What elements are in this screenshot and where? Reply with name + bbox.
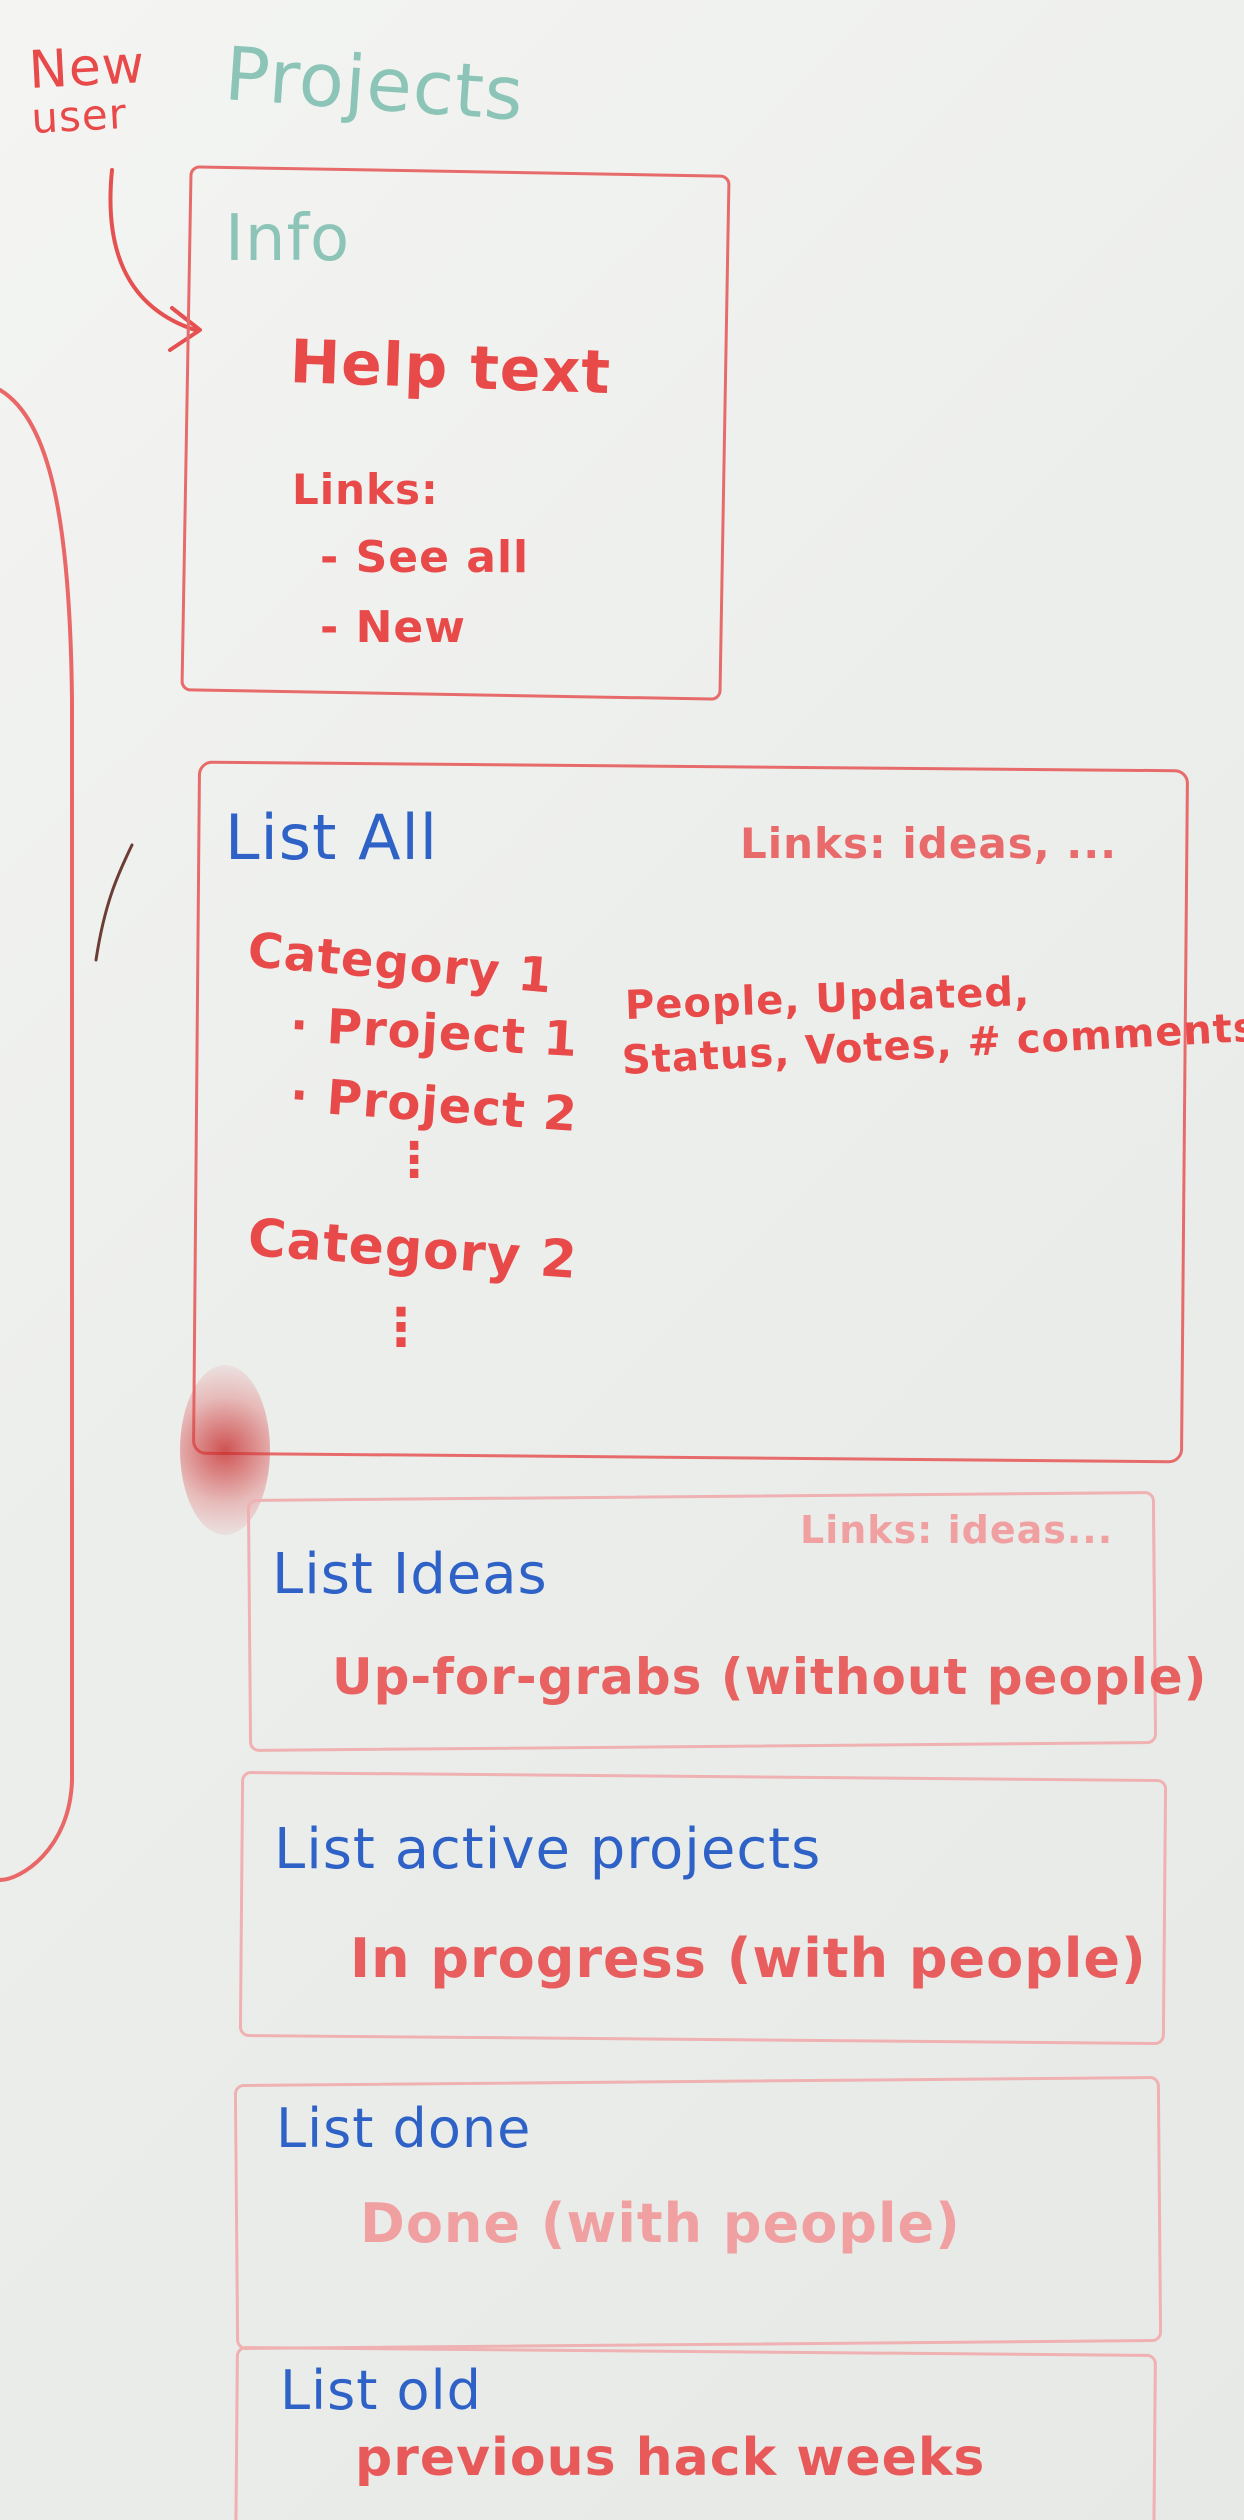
list-ideas-title: List Ideas <box>272 1542 548 1607</box>
new-user-label: New user <box>27 34 148 143</box>
list-all-links-note: Links: ideas, ... <box>740 819 1118 868</box>
help-text: Help text <box>288 327 613 409</box>
info-links-label: Links: <box>292 465 439 514</box>
list-ideas-description: Up-for-grabs (without people) <box>332 1648 1208 1706</box>
projects-title: Projects <box>222 31 528 138</box>
list-active-box <box>238 1770 1168 2046</box>
ellipsis-after-project-2: ⋮ <box>390 1132 439 1188</box>
list-done-title: List done <box>276 2097 532 2160</box>
marker-smudge <box>180 1365 270 1535</box>
info-link-see-all: - See all <box>320 532 530 583</box>
list-old-description: previous hack weeks <box>355 2428 986 2488</box>
list-old-title: List old <box>280 2359 482 2422</box>
project-1-item: · Project 1 <box>288 997 580 1069</box>
list-done-description: Done (with people) <box>360 2192 961 2255</box>
info-title: Info <box>225 202 351 276</box>
ellipsis-after-category-2: ⋮ <box>375 1298 428 1358</box>
list-active-title: List active projects <box>274 1817 822 1882</box>
list-ideas-links-note: Links: ideas... <box>800 1508 1114 1552</box>
info-link-new: - New <box>320 602 466 653</box>
list-active-description: In progress (with people) <box>350 1927 1147 1990</box>
list-all-title: List All <box>225 801 438 874</box>
new-user-line-1: New <box>27 34 147 101</box>
new-user-line-2: user <box>30 88 129 143</box>
